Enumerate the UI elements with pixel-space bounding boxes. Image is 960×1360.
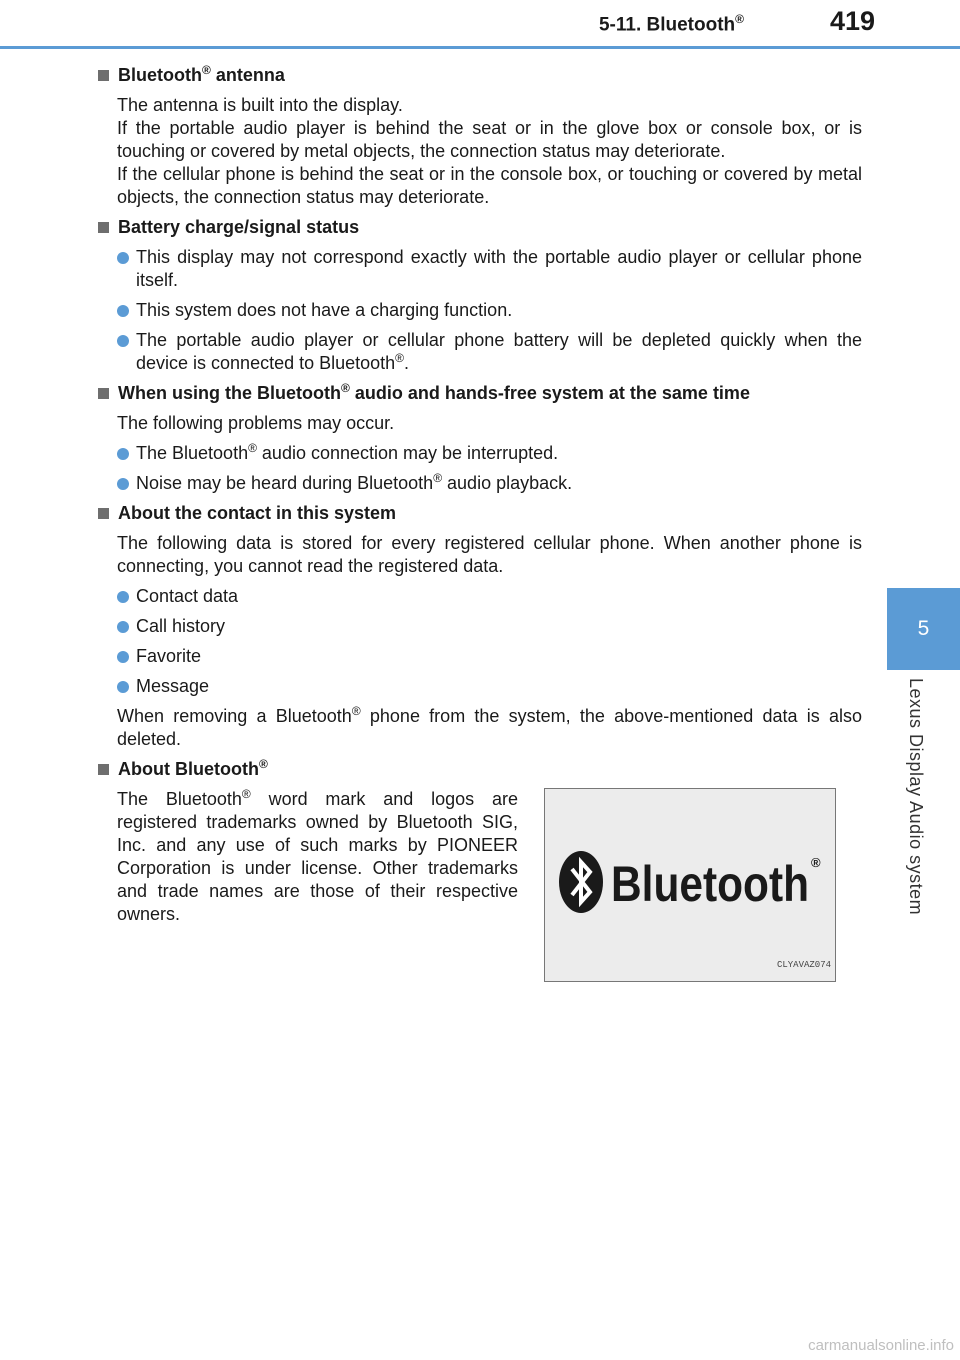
bluetooth-rune — [570, 856, 593, 908]
list-item: Noise may be heard during Bluetooth® aud… — [117, 472, 862, 495]
paragraph: When removing a Bluetooth® phone from th… — [117, 704, 862, 749]
section-title-contact: About the contact in this system — [96, 502, 862, 525]
paragraph-line: If the cellular phone is behind the seat… — [117, 164, 862, 207]
list-item: Favorite — [117, 645, 862, 668]
bullet-dot-icon — [117, 478, 129, 490]
chapter-tab: 5 — [887, 588, 960, 670]
bullet-dot-icon — [117, 651, 129, 663]
bluetooth-logo-image: Bluetooth ® CLYAVAZ074 — [544, 788, 836, 982]
trademark-text: The Bluetooth® word mark and logos are r… — [117, 787, 518, 924]
section-header-text: 5-11. Bluetooth — [598, 14, 736, 36]
square-bullet-icon — [98, 388, 109, 399]
bullet-dot-icon — [117, 335, 129, 347]
section-title-about: About Bluetooth® — [96, 758, 862, 781]
paragraph: The following data is stored for every r… — [117, 533, 862, 576]
section-title-same-time: When using the Bluetooth® audio and hand… — [96, 382, 862, 405]
bullet-dot-icon — [117, 621, 129, 633]
section-title-text: Bluetooth® antenna — [118, 63, 285, 85]
watermark: carmanualsonline.info — [808, 1337, 954, 1354]
section-title-text: When using the Bluetooth® audio and hand… — [118, 381, 750, 403]
square-bullet-icon — [98, 70, 109, 81]
list-item-text: The portable audio player or cellular ph… — [136, 330, 862, 373]
paragraph: The following problems may occur. — [117, 413, 395, 433]
list-item: The portable audio player or cellular ph… — [117, 329, 862, 375]
list-item-text: Message — [136, 676, 210, 696]
list-item: Message — [117, 675, 862, 698]
bluetooth-logo-icon: Bluetooth ® — [559, 851, 821, 913]
section-header: 5-11. Bluetooth® — [599, 12, 744, 36]
list-item-text: Call history — [136, 616, 226, 636]
about-row: The Bluetooth® word mark and logos are r… — [117, 788, 862, 982]
section-title-text: About Bluetooth® — [118, 757, 268, 779]
square-bullet-icon — [98, 764, 109, 775]
header-rule — [0, 46, 960, 49]
list-item-text: This system does not have a charging fun… — [136, 300, 513, 320]
list-item: This display may not correspond exactly … — [117, 246, 862, 292]
section-title-antenna: Bluetooth® antenna — [96, 64, 862, 87]
registered-mark: ® — [735, 12, 744, 26]
paragraph-line: If the portable audio player is behind t… — [117, 118, 862, 161]
image-code: CLYAVAZ074 — [776, 960, 831, 970]
list-item: The Bluetooth® audio connection may be i… — [117, 442, 862, 465]
bullet-dot-icon — [117, 448, 129, 460]
section-title-battery: Battery charge/signal status — [96, 216, 862, 239]
list-item-text: Favorite — [136, 646, 202, 666]
bullet-dot-icon — [117, 305, 129, 317]
page-content: Bluetooth® antenna The antenna is built … — [96, 58, 862, 982]
list-item-text: Noise may be heard during Bluetooth® aud… — [136, 471, 573, 493]
list-item: Call history — [117, 615, 862, 638]
list-item: Contact data — [117, 585, 862, 608]
paragraph: The antenna is built into the display. I… — [117, 94, 862, 209]
section-title-text: About the contact in this system — [118, 503, 397, 523]
square-bullet-icon — [98, 222, 109, 233]
page-number: 419 — [830, 6, 876, 36]
list-item-text: This display may not correspond exactly … — [136, 247, 862, 290]
list-item-text: The Bluetooth® audio connection may be i… — [136, 441, 559, 463]
bullet-dot-icon — [117, 252, 129, 264]
list-item-text: Contact data — [136, 586, 239, 606]
section-title-text: Battery charge/signal status — [118, 217, 360, 237]
bullet-dot-icon — [117, 591, 129, 603]
bluetooth-registered-mark: ® — [811, 855, 821, 870]
list-item: This system does not have a charging fun… — [117, 299, 862, 322]
square-bullet-icon — [98, 508, 109, 519]
bullet-dot-icon — [117, 681, 129, 693]
bluetooth-wordmark: Bluetooth — [611, 856, 809, 912]
chapter-label: Lexus Display Audio system — [906, 678, 926, 916]
paragraph-line: The antenna is built into the display. — [117, 95, 403, 115]
